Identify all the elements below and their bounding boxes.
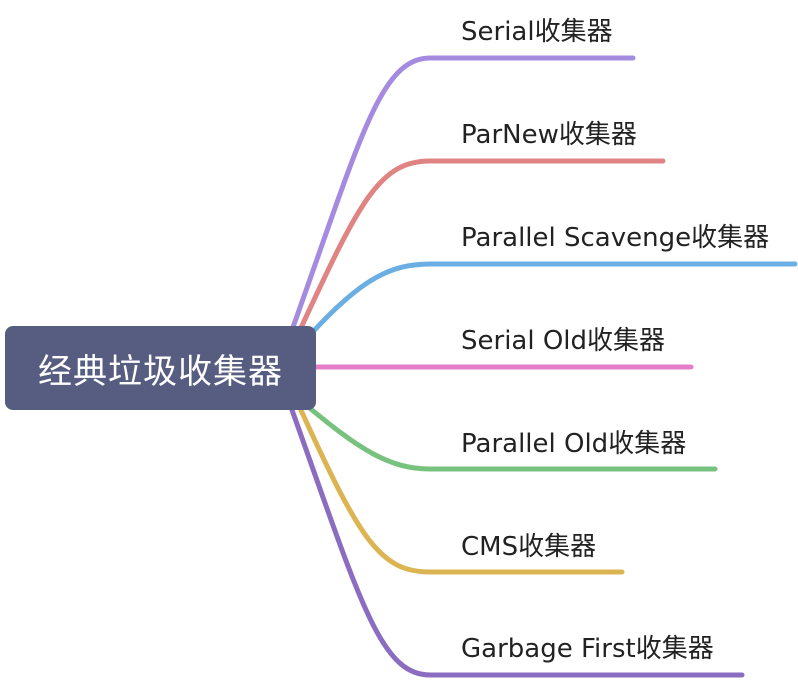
branch-parnew-label: ParNew收集器 [461, 120, 637, 150]
branch-parnew[interactable]: ParNew收集器 [461, 119, 637, 151]
connector-parallel-scavenge [307, 261, 798, 338]
root-node[interactable]: 经典垃圾收集器 [5, 326, 316, 410]
branch-parallel-old-label: Parallel Old收集器 [461, 429, 687, 459]
branch-garbage-first-label: Garbage First收集器 [461, 634, 714, 664]
branch-serial[interactable]: Serial收集器 [461, 16, 613, 48]
branch-parallel-scavenge-label: Parallel Scavenge收集器 [461, 223, 770, 253]
branch-parallel-old[interactable]: Parallel Old收集器 [461, 428, 686, 460]
branch-cms-label: CMS收集器 [461, 532, 597, 562]
connector-garbage-first [289, 407, 745, 678]
connector-parnew [297, 158, 666, 333]
connector-cms [297, 405, 625, 575]
connector-serial [289, 55, 636, 333]
root-node-label: 经典垃圾收集器 [38, 351, 283, 392]
connector-parallel-old [303, 402, 718, 472]
branch-serial-old[interactable]: Serial Old收集器 [461, 325, 665, 357]
branch-parallel-scavenge[interactable]: Parallel Scavenge收集器 [461, 222, 769, 254]
branch-serial-old-label: Serial Old收集器 [461, 326, 666, 356]
branch-serial-label: Serial收集器 [461, 17, 613, 47]
branch-garbage-first[interactable]: Garbage First收集器 [461, 633, 714, 665]
branch-cms[interactable]: CMS收集器 [461, 531, 596, 563]
